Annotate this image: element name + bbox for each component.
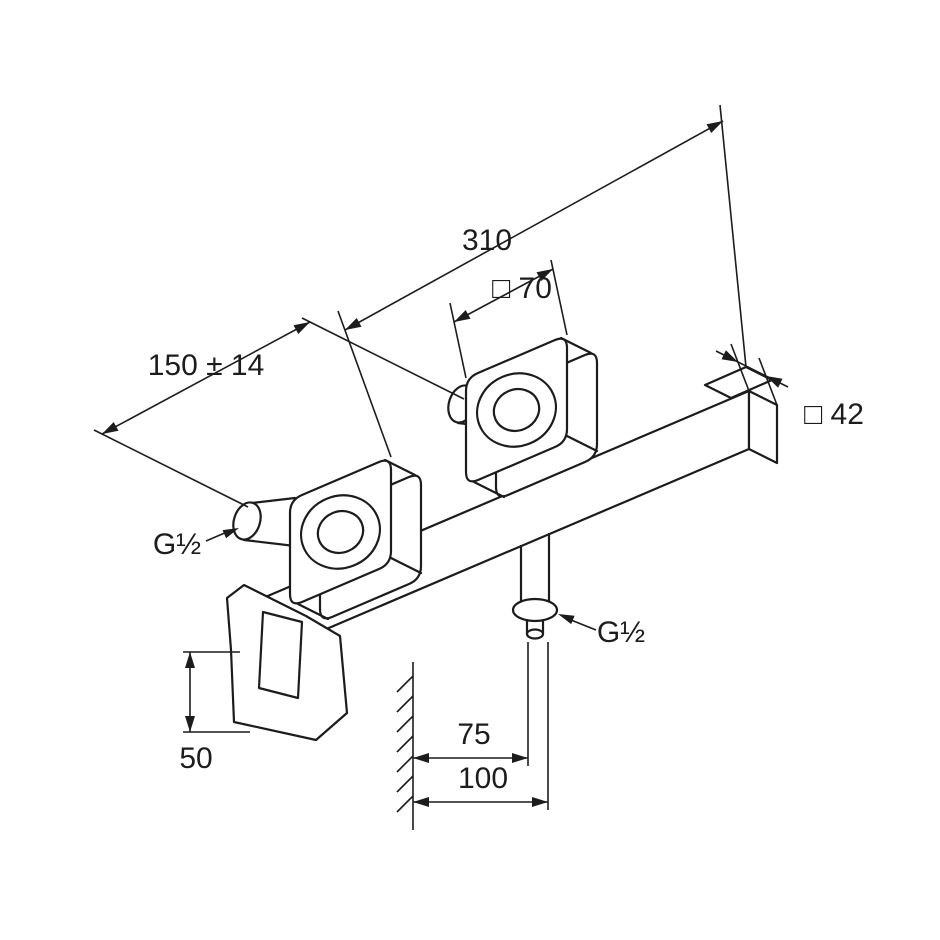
arrowhead — [222, 528, 239, 539]
hatch-tick — [396, 735, 414, 753]
dim-70: □ 70 — [449, 259, 568, 379]
arrowhead — [454, 310, 471, 322]
handle-front-face — [464, 337, 569, 483]
dim-75-label: 75 — [457, 718, 490, 751]
spout-bracket — [225, 583, 349, 742]
arrowhead — [512, 753, 528, 763]
extension-line — [337, 310, 392, 458]
arrowhead — [413, 753, 429, 763]
arrowhead — [185, 652, 195, 668]
wall-hatch-line — [396, 662, 414, 830]
union-cap — [232, 501, 262, 541]
arrowhead — [706, 121, 723, 133]
outlet-thread-label: G½ — [597, 616, 645, 649]
wall-union-plate — [703, 365, 774, 400]
mixer-bar-end-face — [747, 389, 779, 465]
arrowhead — [413, 797, 429, 807]
extension-line — [301, 317, 465, 400]
handle-knob-ring — [492, 387, 541, 433]
dim-310: 310 — [337, 104, 747, 458]
dim-75: 75 — [413, 718, 528, 763]
dim-100: 100 — [413, 762, 548, 807]
handle-edge — [389, 556, 423, 575]
hatch-tick — [396, 715, 414, 733]
arrowhead — [766, 376, 783, 388]
hatch-tick — [396, 775, 414, 793]
dim-100-label: 100 — [458, 762, 508, 795]
handle-edge — [472, 480, 506, 499]
handle-edge — [559, 336, 593, 355]
extension-line — [449, 302, 467, 379]
left-handle — [288, 458, 423, 621]
dim-50: 50 — [179, 651, 250, 775]
union-edge — [250, 496, 297, 505]
extension-line — [730, 343, 750, 392]
leader-inlet-thread: G½ — [153, 528, 239, 561]
arrowhead — [721, 350, 738, 362]
dimension-line — [101, 321, 311, 435]
arrowhead — [185, 716, 195, 732]
handle-trim-ring — [299, 494, 382, 570]
shower-outlet-stub — [511, 532, 559, 640]
handle-trim-ring — [475, 372, 558, 448]
arrowhead — [293, 322, 310, 334]
dim-42: □ 42 — [715, 343, 864, 431]
leader-line — [570, 619, 597, 631]
handle-edge — [383, 458, 417, 477]
left-inlet-union — [232, 496, 297, 548]
arrowhead — [102, 422, 119, 434]
extension-line — [93, 429, 249, 508]
handle-edge — [565, 434, 599, 453]
hatch-tick — [396, 695, 414, 713]
handle-knob-ring — [316, 509, 365, 555]
dimension-line — [344, 120, 724, 331]
union-edge — [242, 538, 297, 548]
inlet-thread-label: G½ — [153, 528, 201, 561]
hatch-tick — [396, 795, 414, 813]
arrowhead — [536, 269, 553, 281]
arrowhead — [558, 614, 575, 625]
dim-310-label: 310 — [462, 224, 512, 257]
extension-line — [758, 357, 778, 406]
extension-line — [719, 104, 747, 368]
dim-50-label: 50 — [179, 742, 212, 775]
outlet-thread-end — [525, 628, 545, 640]
dim-42-label: □ 42 — [804, 398, 864, 431]
dim-150: 150 ± 14 — [93, 317, 465, 508]
dimension-line — [453, 268, 554, 323]
leader-outlet-thread: G½ — [558, 614, 645, 649]
hatch-tick — [396, 755, 414, 773]
dim-150-label: 150 ± 14 — [148, 349, 265, 382]
arrowhead — [532, 797, 548, 807]
leader-line — [205, 531, 228, 542]
handle-edge — [296, 602, 330, 621]
dim-70-label: □ 70 — [492, 272, 552, 305]
arrowhead — [345, 318, 362, 330]
extension-line — [550, 259, 568, 336]
hatch-tick — [396, 675, 414, 693]
handle-front-face — [288, 459, 393, 605]
spout-slot — [257, 610, 304, 700]
outlet-nut — [511, 597, 559, 623]
right-handle — [464, 336, 599, 499]
